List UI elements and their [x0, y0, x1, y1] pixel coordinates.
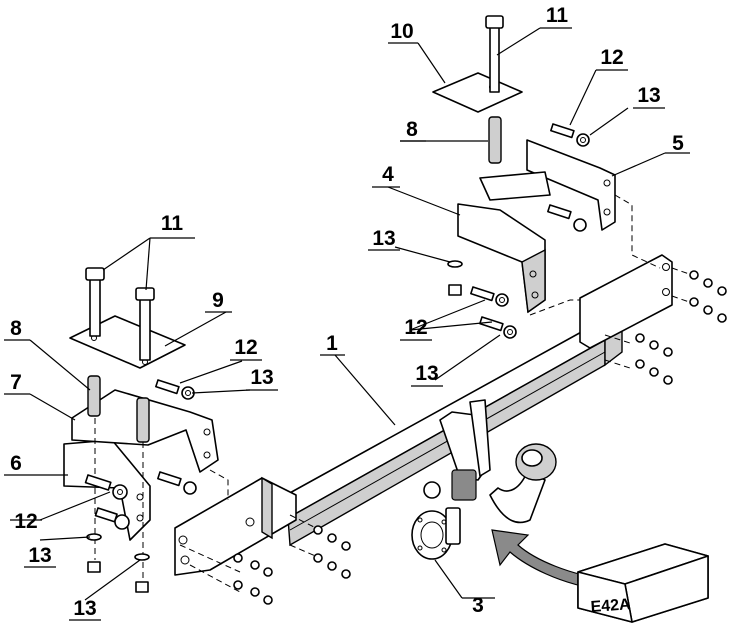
callout-8-right-text: 8: [406, 118, 418, 141]
plate-9: [69, 315, 186, 369]
callout-13-left-a-text: 13: [28, 544, 51, 567]
callout-12-left-bottom: 12: [10, 510, 42, 533]
callout-11-left: 11: [150, 212, 195, 239]
callout-12-left-top-text: 12: [234, 336, 257, 359]
callout-4-text: 4: [382, 163, 394, 186]
callout-13-right-top: 13: [633, 84, 665, 109]
callout-13-left-top: 13: [246, 366, 278, 391]
callout-11-right: 11: [540, 4, 572, 29]
callout-12-right-top-text: 12: [600, 46, 623, 69]
callout-1: 1: [320, 332, 345, 356]
callout-9: 9: [205, 289, 232, 313]
long-bolts-11: [85, 15, 504, 361]
callout-12-right-mid: 12: [400, 316, 432, 341]
callout-8-left-text: 8: [10, 317, 22, 340]
callout-13-right-b-text: 13: [415, 362, 438, 385]
callout-6: 6: [4, 452, 30, 476]
callout-10-text: 10: [390, 20, 413, 43]
callout-3-text: 3: [472, 594, 484, 617]
bracket-5: [479, 139, 616, 231]
callout-7: 7: [4, 371, 30, 395]
callout-6-text: 6: [10, 452, 22, 475]
electrical-socket: [411, 507, 461, 560]
nuts-left-plate: [233, 525, 351, 605]
callout-13-left-b: 13: [69, 597, 101, 621]
callout-13-left-a: 13: [24, 544, 56, 568]
callout-13-right-top-text: 13: [637, 84, 660, 107]
callout-12-right-mid-text: 12: [404, 316, 427, 339]
right-end-plate: [579, 254, 673, 349]
nuts-right-plate: [635, 270, 727, 385]
callout-12-left-top: 12: [230, 336, 262, 361]
tow-ball-assembly: [423, 399, 557, 524]
spacer-tubes-8: [87, 116, 502, 443]
callout-4: 4: [372, 163, 400, 188]
model-label: E42A: [590, 596, 632, 616]
callout-13-right-a: 13: [368, 227, 400, 251]
callout-12-left-bottom-text: 12: [14, 510, 37, 533]
callout-9-text: 9: [212, 289, 224, 312]
plate-10: [432, 72, 523, 113]
callout-13-right-b: 13: [411, 362, 443, 387]
bracket-4: [457, 203, 546, 314]
callout-8-right: 8: [400, 118, 426, 142]
callout-10: 10: [388, 20, 418, 44]
callout-8-left: 8: [4, 317, 30, 341]
left-end-plate: [174, 476, 297, 576]
callout-13-left-top-text: 13: [250, 366, 273, 389]
alignment-lines: [94, 194, 696, 593]
callout-3: 3: [462, 594, 495, 617]
leader-lines: [29, 27, 666, 601]
callout-13-right-a-text: 13: [372, 227, 395, 250]
callout-7-text: 7: [10, 371, 22, 394]
bolts-and-washers: [84, 123, 727, 605]
callout-11-right-text: 11: [546, 4, 569, 27]
callout-11-left-text: 11: [161, 212, 184, 235]
callout-5-text: 5: [672, 132, 684, 155]
callout-12-right-top: 12: [596, 46, 628, 71]
model-label-box: [577, 543, 709, 623]
callout-5: 5: [665, 132, 690, 155]
callout-1-text: 1: [326, 332, 338, 355]
callout-13-left-b-text: 13: [73, 597, 96, 620]
